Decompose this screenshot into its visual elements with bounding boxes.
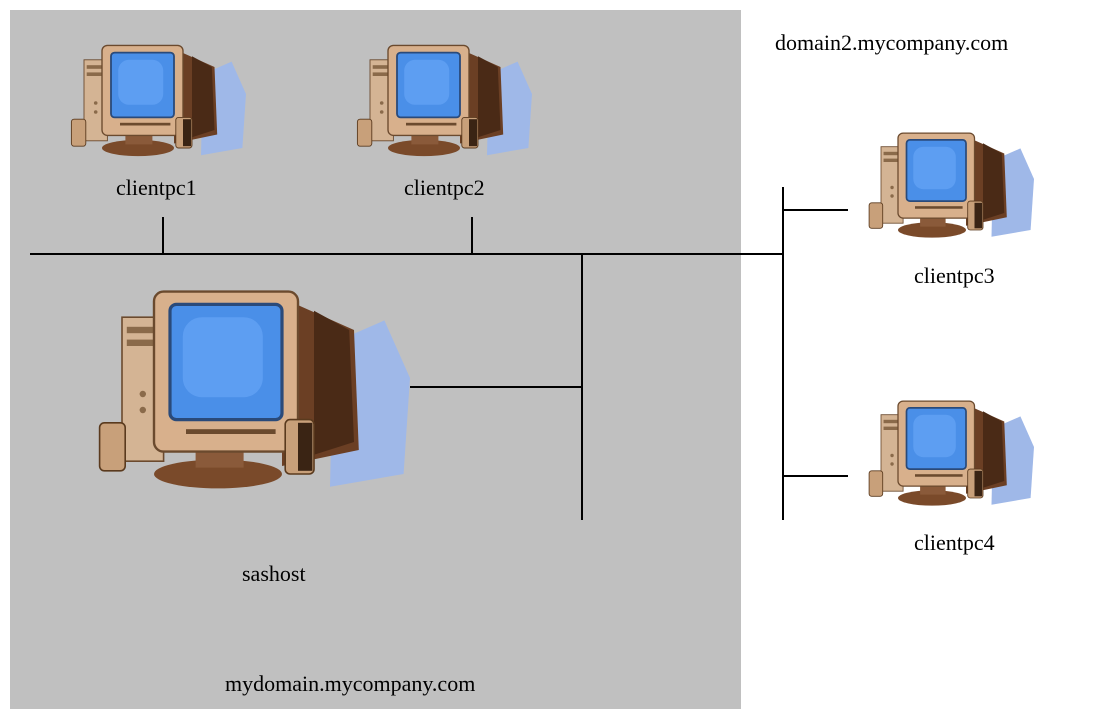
node-label-clientpc4: clientpc4: [914, 530, 995, 555]
node-label-clientpc2: clientpc2: [404, 175, 485, 200]
computer-icon-clientpc2: [356, 44, 533, 158]
computer-icon-clientpc3: [868, 132, 1035, 239]
domain-label-primary: mydomain.mycompany.com: [225, 671, 476, 696]
computer-icon-sashost: [97, 290, 412, 490]
node-label-clientpc3: clientpc3: [914, 263, 995, 288]
node-label-clientpc1: clientpc1: [116, 175, 197, 200]
domain-label-secondary: domain2.mycompany.com: [775, 30, 1009, 55]
computer-icon-clientpc1: [70, 44, 247, 158]
computer-icon-clientpc4: [868, 400, 1035, 507]
node-label-sashost: sashost: [242, 561, 306, 586]
